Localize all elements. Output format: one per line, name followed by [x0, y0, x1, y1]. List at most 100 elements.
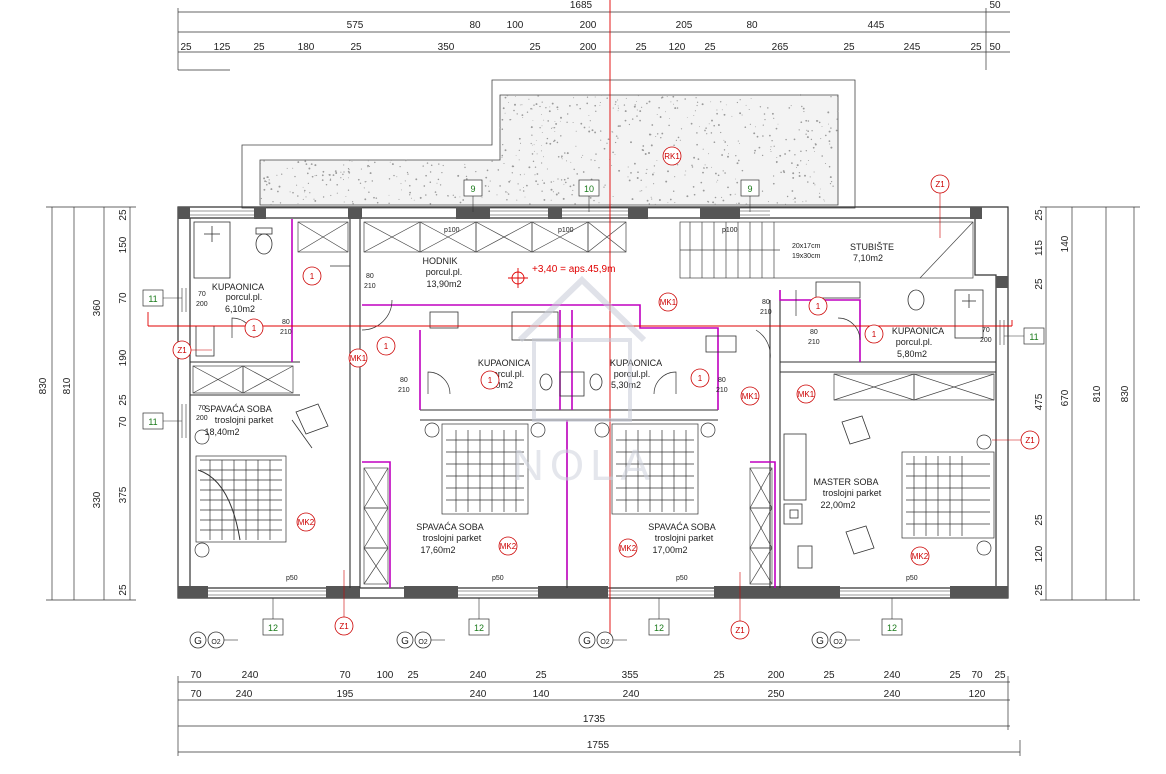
gravel-dot	[696, 143, 698, 146]
gravel-dot	[712, 201, 715, 204]
svg-text:11: 11	[1029, 332, 1038, 342]
gravel-dot	[614, 153, 616, 155]
gravel-dot	[546, 137, 549, 140]
gravel-dot	[753, 132, 756, 135]
gravel-dot	[764, 118, 766, 121]
tag-label: 1	[384, 342, 389, 351]
gravel-dot	[727, 145, 729, 147]
gravel-dot	[550, 199, 552, 201]
gravel-dot	[636, 177, 639, 179]
gravel-dot	[535, 140, 537, 142]
tag-label: MK2	[500, 542, 517, 551]
gravel-dot	[794, 201, 796, 203]
gravel-dot	[553, 127, 556, 129]
gravel-dot	[630, 172, 632, 174]
gravel-dot	[762, 135, 764, 137]
tag-circle	[348, 348, 368, 368]
gravel-dot	[624, 110, 627, 113]
leader-lines	[163, 196, 1024, 619]
gravel-dot	[556, 141, 559, 144]
gravel-dot	[770, 151, 772, 152]
room-floor: troslojni parket	[423, 533, 482, 543]
gravel-dot	[818, 121, 821, 124]
gravel-dot	[343, 201, 345, 203]
gravel-dot	[708, 201, 710, 203]
gravel-dot	[560, 135, 562, 137]
room-floor: troslojni parket	[655, 533, 714, 543]
gravel-dot	[586, 102, 589, 105]
dim-t3: 25	[704, 42, 716, 53]
gravel-dot	[464, 163, 466, 165]
gravel-dot	[543, 198, 546, 201]
gravel-dot	[452, 194, 454, 196]
dim-t3: 25	[253, 42, 265, 53]
gravel-dot	[618, 169, 621, 172]
gravel-dot	[272, 201, 274, 203]
dl: 210	[280, 329, 292, 336]
tag-circle	[658, 292, 678, 312]
gravel-dot	[506, 192, 508, 194]
gravel-dot	[523, 187, 524, 189]
gravel-dot	[744, 126, 747, 129]
svg-text:12: 12	[474, 623, 484, 633]
gravel-dot	[667, 170, 669, 173]
gravel-dot	[828, 165, 831, 168]
gravel-dot	[807, 120, 810, 122]
gravel-dot	[604, 184, 606, 186]
gravel-dot	[806, 129, 808, 131]
gravel-dot	[579, 107, 581, 110]
gravel-dot	[400, 189, 402, 191]
gravel-dot	[541, 145, 542, 146]
gravel-dot	[511, 172, 513, 174]
gravel-dot	[321, 179, 324, 181]
gravel-dot	[534, 166, 537, 168]
gravel-dot	[557, 155, 560, 158]
gravel-dot	[465, 178, 468, 180]
gravel-dot	[600, 139, 602, 141]
tag-circle	[864, 324, 884, 344]
windows	[181, 210, 1005, 596]
room-floor: porcul.pl.	[896, 337, 933, 347]
gravel-dot	[459, 201, 462, 204]
gravel-dot	[413, 199, 415, 201]
gravel-dot	[716, 181, 718, 183]
gravel-dot	[529, 203, 531, 205]
gravel-dot	[628, 123, 631, 126]
gravel-dot	[351, 161, 353, 162]
room-floor: porcul.pl.	[488, 369, 525, 379]
gravel-dot	[830, 127, 832, 129]
gravel-dot	[528, 98, 530, 100]
dl: 210	[716, 387, 728, 394]
gravel-dot	[516, 199, 518, 201]
gravel-dot	[512, 165, 515, 168]
gravel-dot	[540, 162, 543, 164]
gravel-dot	[266, 181, 268, 183]
gravel-dot	[648, 203, 651, 205]
gravel-dot	[536, 173, 539, 175]
tag-circle	[244, 318, 264, 338]
gravel-dot	[396, 176, 398, 178]
gravel-dot	[519, 174, 521, 176]
gravel-dot	[631, 198, 634, 201]
gravel-dot	[535, 180, 537, 183]
gravel-dot	[801, 105, 803, 108]
gravel-dot	[812, 146, 815, 149]
gravel-dot	[294, 175, 296, 178]
gravel-dot	[814, 184, 816, 186]
gravel-dot	[601, 94, 603, 96]
gravel-dot	[575, 130, 577, 132]
gravel-dot	[407, 173, 409, 175]
gravel-dot	[410, 197, 412, 199]
gravel-dot	[773, 145, 775, 147]
gravel-dot	[296, 184, 298, 186]
dl: p50	[676, 575, 688, 582]
bed-room-2	[424, 422, 546, 515]
window-tag-11c: 11	[1023, 327, 1045, 345]
door-dimension-labels: 70 200 70 200 80 210 80 210 80 210 80 21…	[196, 227, 992, 582]
gravel-dot	[611, 165, 613, 167]
gravel-dot	[693, 193, 696, 196]
gravel-dot	[589, 196, 592, 199]
gravel-dot	[777, 123, 779, 125]
